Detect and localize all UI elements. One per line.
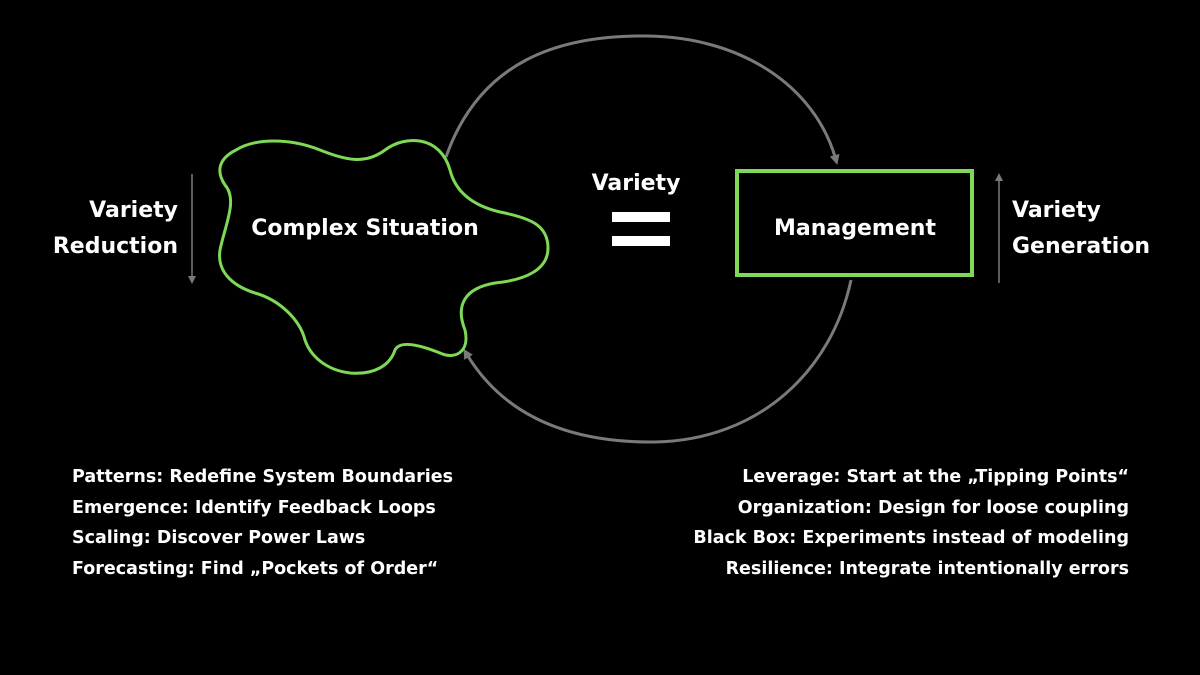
list-item: Black Box: Experiments instead of modeli… <box>693 528 1129 549</box>
equals-bar-bottom <box>612 236 670 246</box>
list-item: Organization: Design for loose coupling <box>737 497 1129 518</box>
list-item: Emergence: Identify Feedback Loops <box>72 497 436 518</box>
complex-situation-label: Complex Situation <box>251 216 479 241</box>
variety-center-label: Variety <box>592 171 681 196</box>
management-strategies-list: Leverage: Start at the „Tipping Points“ … <box>693 462 1129 584</box>
variety-generation-label-line1: Variety <box>1012 198 1101 223</box>
loop-arrow-top <box>444 34 840 165</box>
complexity-strategies-list: Patterns: Redefine System Boundaries Eme… <box>72 462 453 584</box>
equals-bar-top <box>612 212 670 222</box>
variety-generation-label-line2: Generation <box>1012 234 1150 259</box>
loop-arrow-bottom <box>463 279 853 444</box>
management-label: Management <box>774 216 936 241</box>
variety-reduction-label-line1: Variety <box>89 198 178 223</box>
list-item: Patterns: Redefine System Boundaries <box>72 467 454 487</box>
complex-situation-blob <box>218 138 550 375</box>
list-item: Forecasting: Find „Pockets of Order“ <box>72 558 439 579</box>
list-item: Scaling: Discover Power Laws <box>72 528 366 549</box>
variety-reduction-label-line2: Reduction <box>53 234 178 259</box>
list-item: Leverage: Start at the „Tipping Points“ <box>742 467 1129 487</box>
list-item: Resilience: Integrate intentionally erro… <box>725 558 1129 579</box>
management-box <box>735 169 974 277</box>
